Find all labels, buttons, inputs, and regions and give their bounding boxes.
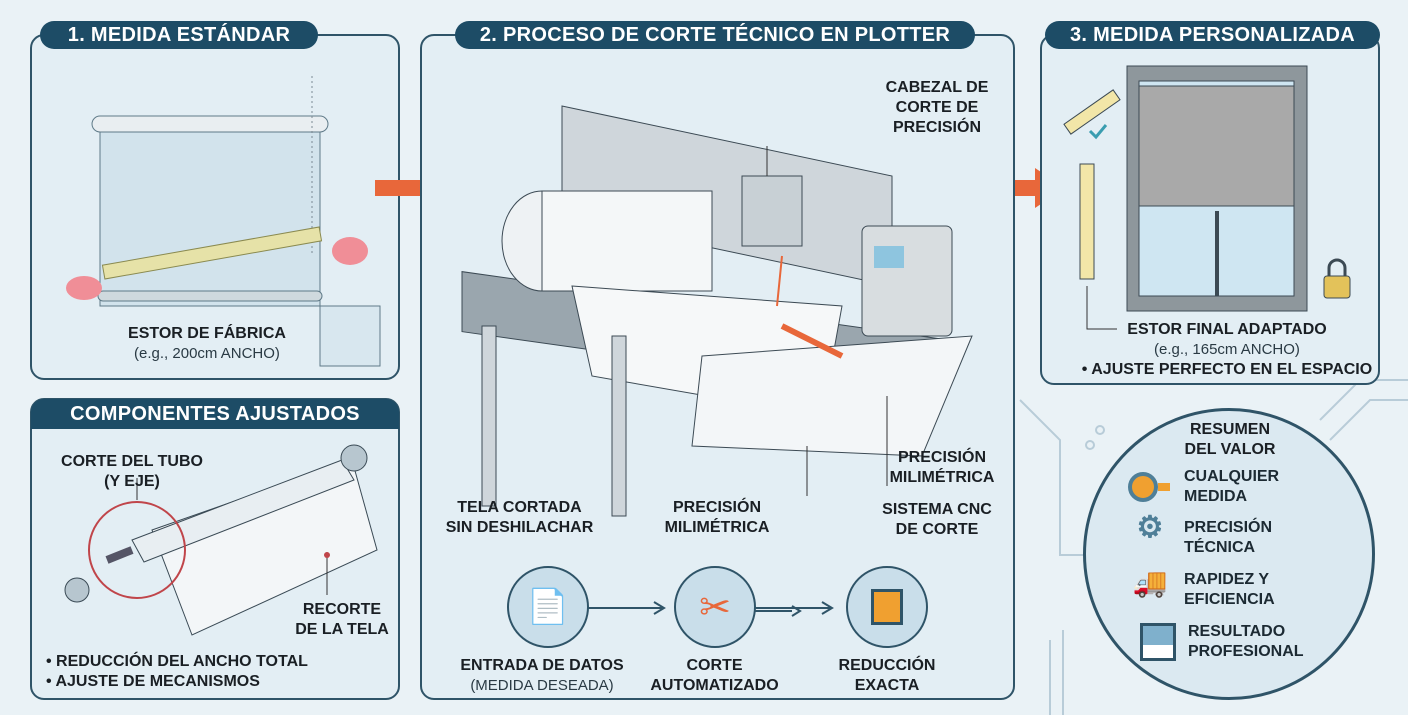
custom-size-header: 3. MEDIDA PERSONALIZADA (1045, 21, 1380, 49)
window-blind-illustration (1063, 65, 1351, 330)
summary-item-speed-efficiency: 🚚 RAPIDEZ Y EFICIENCIA (1128, 567, 1275, 610)
summary-precision-l2: TÉCNICA (1184, 539, 1256, 556)
cnc-system-label: SISTEMA CNC DE CORTE (867, 500, 1007, 540)
summary-item-technical-precision: ⚙ PRECISIÓN TÉCNICA (1128, 511, 1273, 558)
summary-title-line2: DEL VALOR (1184, 441, 1276, 458)
summary-result-l1: RESULTADO (1188, 623, 1286, 640)
standard-size-panel: ESTOR DE FÁBRICA (e.g., 200cm ANCHO) (30, 34, 400, 380)
step-exact-reduction: REDUCCIÓN EXACTA (822, 656, 952, 696)
components-panel: CORTE DEL TUBO (Y EJE) RECORTE DE LA TEL… (30, 398, 400, 700)
factory-truck-icon: 🚚 (1132, 567, 1168, 598)
plotter-process-header: 2. PROCESO DE CORTE TÉCNICO EN PLOTTER (455, 21, 975, 49)
step-auto-cut-title: CORTE (686, 657, 743, 674)
plotter-illustration (461, 105, 973, 617)
precision-mid-line2: MILIMÉTRICA (664, 519, 770, 536)
final-blind-width: (e.g., 165cm ANCHO) (1154, 341, 1300, 358)
summary-result-l2: PROFESIONAL (1188, 643, 1304, 660)
summary-speed-l1: RAPIDEZ Y (1184, 571, 1270, 588)
final-blind-label: ESTOR FINAL ADAPTADO (e.g., 165cm ANCHO)… (1072, 320, 1382, 380)
cutting-head-label: CABEZAL DE CORTE DE PRECISIÓN (877, 78, 997, 138)
cnc-line2: DE CORTE (895, 521, 979, 538)
custom-size-panel: ESTOR FINAL ADAPTADO (e.g., 165cm ANCHO)… (1040, 34, 1380, 385)
step-auto-cut: CORTE AUTOMATIZADO (647, 656, 782, 696)
document-cursor-icon: 📄 (507, 566, 589, 648)
window-icon (1140, 623, 1176, 661)
value-summary-title: RESUMEN DEL VALOR (1160, 420, 1300, 460)
step-auto-cut-sub: AUTOMATIZADO (650, 677, 779, 694)
final-blind-title: ESTOR FINAL ADAPTADO (1127, 321, 1327, 338)
summary-speed-l2: EFICIENCIA (1184, 591, 1275, 608)
tape-measure-icon (1128, 469, 1172, 505)
cnc-line1: SISTEMA CNC (882, 501, 992, 518)
scissors-icon: ✂ (674, 566, 756, 648)
components-header: COMPONENTES AJUSTADOS (31, 399, 399, 429)
robot-arm-icon: ⚙ (1136, 511, 1164, 544)
precision-right-line1: PRECISIÓN (897, 449, 986, 466)
fabric-cut-line1: TELA CORTADA (457, 499, 582, 516)
cutting-head-line2: CORTE DE (895, 99, 979, 116)
standard-size-header: 1. MEDIDA ESTÁNDAR (40, 21, 318, 49)
summary-any-size-l1: CUALQUIER (1184, 468, 1280, 485)
fabric-cut-label: TELA CORTADA SIN DESHILACHAR (437, 498, 602, 538)
precision-mid-line1: PRECISIÓN (672, 499, 761, 516)
fabric-trim-line1: RECORTE (302, 601, 382, 618)
perfect-fit-bullet: • AJUSTE PERFECTO EN EL ESPACIO (1081, 361, 1373, 378)
fabric-trim-label: RECORTE DE LA TELA (287, 600, 397, 640)
factory-blind-title: ESTOR DE FÁBRICA (128, 325, 286, 342)
cutting-head-line1: CABEZAL DE (885, 79, 989, 96)
summary-title-line1: RESUMEN (1189, 421, 1270, 438)
components-bullets: • REDUCCIÓN DEL ANCHO TOTAL • AJUSTE DE … (46, 652, 308, 692)
step-data-entry: ENTRADA DE DATOS (MEDIDA DESEADA) (447, 656, 637, 696)
summary-item-professional-result: RESULTADO PROFESIONAL (1140, 622, 1304, 662)
tube-fabric-illustration (64, 444, 378, 636)
tube-cut-label: CORTE DEL TUBO (Y EJE) (42, 452, 222, 492)
fabric-trim-line2: DE LA TELA (295, 621, 389, 638)
step-reduction-sub: EXACTA (854, 677, 920, 694)
step-data-entry-sub: (MEDIDA DESEADA) (470, 677, 614, 694)
precision-right-line2: MILIMÉTRICA (889, 469, 995, 486)
factory-blind-label: ESTOR DE FÁBRICA (e.g., 200cm ANCHO) (102, 324, 312, 364)
step-data-entry-title: ENTRADA DE DATOS (460, 657, 624, 674)
factory-blind-width: (e.g., 200cm ANCHO) (134, 345, 280, 362)
millimetric-precision-mid-label: PRECISIÓN MILIMÉTRICA (662, 498, 772, 538)
summary-any-size-l2: MEDIDA (1184, 488, 1248, 505)
plotter-process-panel: CABEZAL DE CORTE DE PRECISIÓN PRECISIÓN … (420, 34, 1015, 700)
summary-precision-l1: PRECISIÓN (1184, 519, 1273, 536)
cutting-head-line3: PRECISIÓN (892, 119, 981, 136)
tube-cut-line2: (Y EJE) (104, 473, 160, 490)
roller-blind-measure-illustration (66, 76, 381, 367)
summary-item-any-size: CUALQUIER MEDIDA (1128, 467, 1279, 507)
bullet-width-reduction: • REDUCCIÓN DEL ANCHO TOTAL (46, 653, 308, 670)
tube-cut-line1: CORTE DEL TUBO (61, 453, 203, 470)
bullet-mechanism-adjust: • AJUSTE DE MECANISMOS (46, 673, 260, 690)
value-summary-circle (1083, 408, 1375, 700)
millimetric-precision-right-label: PRECISIÓN MILIMÉTRICA (877, 448, 1007, 488)
step-reduction-title: REDUCCIÓN (838, 657, 936, 674)
fabric-cut-line2: SIN DESHILACHAR (445, 519, 594, 536)
blind-reduce-icon (846, 566, 928, 648)
